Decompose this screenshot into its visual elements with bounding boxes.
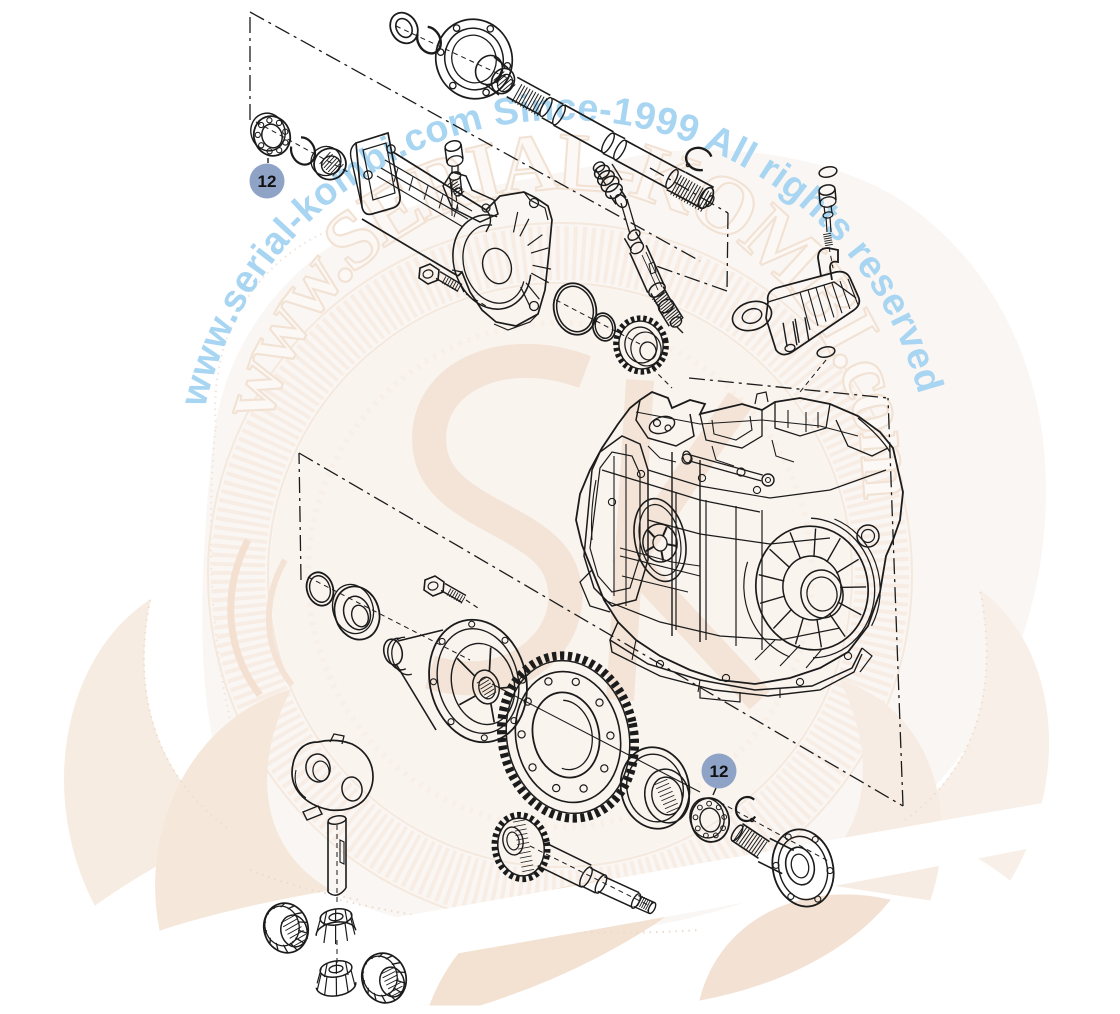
svg-text:12: 12	[258, 172, 277, 191]
svg-text:12: 12	[710, 762, 729, 781]
